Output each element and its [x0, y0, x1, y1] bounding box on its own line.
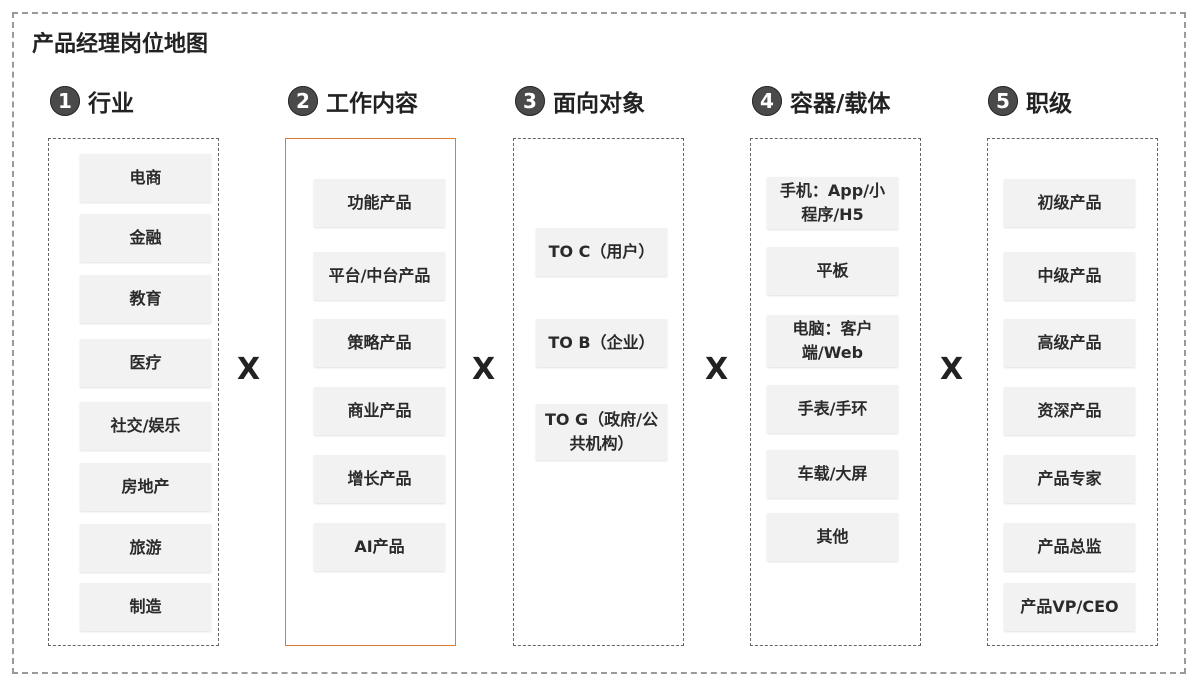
multiply-operator: X — [705, 352, 729, 387]
list-item: 金融 — [80, 214, 211, 262]
column-audience: TO C（用户） TO B（企业） TO G（政府/公共机构） — [513, 138, 684, 646]
list-item: 教育 — [80, 275, 211, 323]
list-item: 手表/手环 — [767, 385, 898, 433]
number-badge: 1 — [50, 86, 80, 116]
column-header-label: 容器/载体 — [790, 91, 891, 117]
number-badge: 3 — [515, 86, 545, 116]
column-header-audience: 3 面向对象 — [515, 84, 645, 118]
list-item: 平台/中台产品 — [314, 252, 445, 300]
multiply-operator: X — [940, 352, 964, 387]
list-item: 功能产品 — [314, 179, 445, 227]
number-badge: 4 — [752, 86, 782, 116]
multiply-operator: X — [237, 352, 261, 387]
list-item: 产品总监 — [1004, 523, 1135, 571]
column-industry: 电商 金融 教育 医疗 社交/娱乐 房地产 旅游 制造 — [48, 138, 219, 646]
number-badge: 2 — [288, 86, 318, 116]
number-badge: 5 — [988, 86, 1018, 116]
list-item: 房地产 — [80, 463, 211, 511]
list-item: TO C（用户） — [536, 228, 667, 276]
list-item: 产品VP/CEO — [1004, 583, 1135, 631]
diagram-frame — [12, 12, 1186, 674]
list-item: 社交/娱乐 — [80, 402, 211, 450]
column-work-content: 功能产品 平台/中台产品 策略产品 商业产品 增长产品 AI产品 — [285, 138, 456, 646]
list-item: TO B（企业） — [536, 319, 667, 367]
list-item: 旅游 — [80, 524, 211, 572]
list-item: AI产品 — [314, 523, 445, 571]
column-header-level: 5 职级 — [988, 84, 1072, 118]
list-item: 电脑：客户端/Web — [767, 315, 898, 367]
column-header-label: 面向对象 — [553, 91, 645, 117]
column-header-label: 工作内容 — [326, 91, 418, 117]
column-header-work: 2 工作内容 — [288, 84, 418, 118]
list-item: 产品专家 — [1004, 455, 1135, 503]
list-item: 医疗 — [80, 339, 211, 387]
column-container: 手机：App/小程序/H5 平板 电脑：客户端/Web 手表/手环 车载/大屏 … — [750, 138, 921, 646]
list-item: 初级产品 — [1004, 179, 1135, 227]
column-level: 初级产品 中级产品 高级产品 资深产品 产品专家 产品总监 产品VP/CEO — [987, 138, 1158, 646]
list-item: 中级产品 — [1004, 252, 1135, 300]
list-item: 资深产品 — [1004, 387, 1135, 435]
column-header-industry: 1 行业 — [50, 84, 134, 118]
list-item: 手机：App/小程序/H5 — [767, 177, 898, 229]
list-item: 车载/大屏 — [767, 450, 898, 498]
list-item: 制造 — [80, 583, 211, 631]
multiply-operator: X — [472, 352, 496, 387]
list-item: 商业产品 — [314, 387, 445, 435]
list-item: 其他 — [767, 513, 898, 561]
diagram-title: 产品经理岗位地图 — [32, 32, 209, 57]
column-header-label: 行业 — [88, 91, 134, 117]
list-item: 增长产品 — [314, 455, 445, 503]
list-item: 策略产品 — [314, 319, 445, 367]
list-item: 高级产品 — [1004, 319, 1135, 367]
column-header-container: 4 容器/载体 — [752, 84, 890, 118]
column-header-label: 职级 — [1026, 91, 1072, 117]
list-item: 电商 — [80, 154, 211, 202]
list-item: 平板 — [767, 247, 898, 295]
list-item: TO G（政府/公共机构） — [536, 404, 667, 460]
